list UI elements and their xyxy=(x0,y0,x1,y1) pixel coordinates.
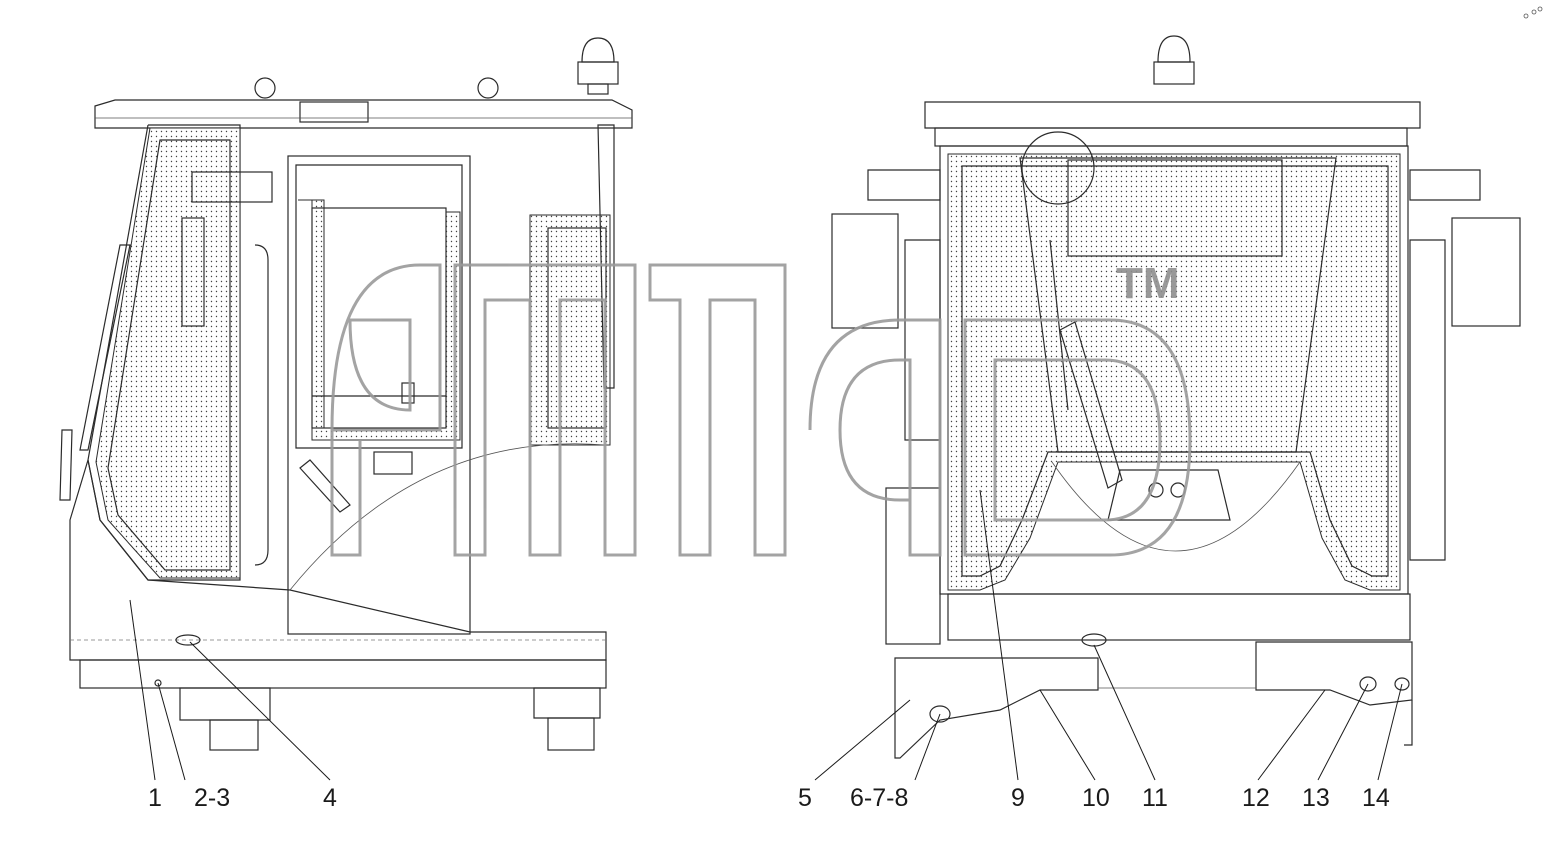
mirror xyxy=(831,213,899,329)
callout-label: 2-3 xyxy=(194,784,230,812)
watermark-tm: TM xyxy=(1116,259,1180,308)
roof-lamp xyxy=(299,101,369,123)
callout-label: 11 xyxy=(1142,784,1168,812)
roof-panel xyxy=(924,101,1421,129)
callout-label: 13 xyxy=(1302,784,1330,812)
fan-icon xyxy=(1021,131,1095,205)
callout-label: 9 xyxy=(1011,784,1025,812)
callouts-right: 5 6-7-8 9 10 11 12 13 14 xyxy=(798,784,1390,812)
door-handle xyxy=(299,459,351,513)
rubber-plug xyxy=(175,634,201,646)
beacon-light-icon xyxy=(1153,35,1195,85)
beacon-light-icon xyxy=(577,37,619,95)
mirror xyxy=(181,217,205,327)
door-lock xyxy=(373,451,413,475)
callout-label: 12 xyxy=(1242,784,1270,812)
callout-label: 5 xyxy=(798,784,812,812)
callout-label: 1 xyxy=(148,784,162,812)
callout-label: 14 xyxy=(1362,784,1390,812)
callout-label: 10 xyxy=(1082,784,1110,812)
corner-link-icon xyxy=(1523,6,1543,19)
access-plate xyxy=(1107,469,1231,521)
leader-lines xyxy=(129,489,1403,781)
right-rear-view xyxy=(831,35,1521,759)
lifting-eye-icon xyxy=(477,77,499,99)
mirror xyxy=(1451,217,1521,327)
callouts-left: 1 2-3 4 xyxy=(148,784,337,812)
watermark-logo: TM xyxy=(330,259,1192,557)
callout-label: 4 xyxy=(323,784,337,812)
roof-panel xyxy=(94,99,633,129)
left-side-view xyxy=(59,37,633,751)
callout-label: 6-7-8 xyxy=(850,784,908,812)
lifting-eye-icon xyxy=(254,77,276,99)
hinge-bracket xyxy=(191,171,273,203)
